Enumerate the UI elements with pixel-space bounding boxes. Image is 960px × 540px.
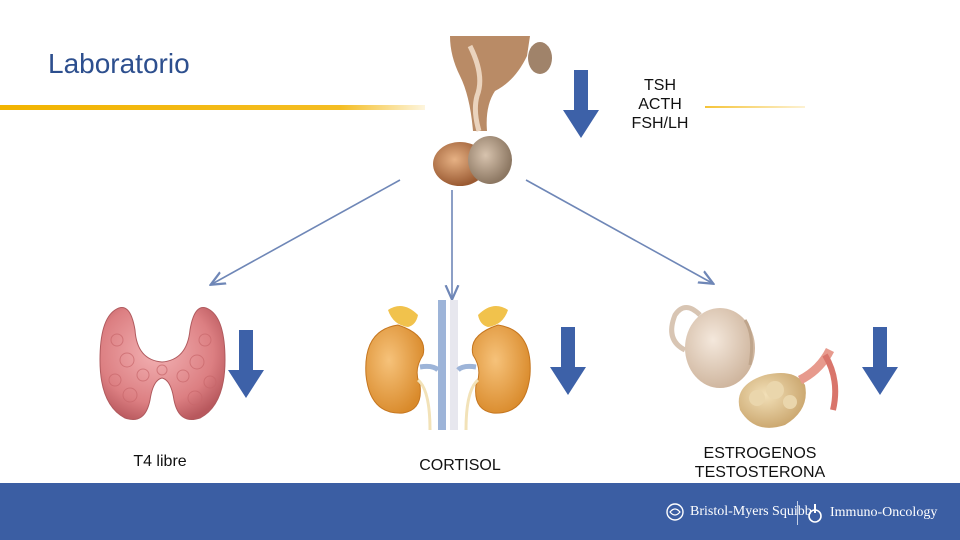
adrenal-kidneys-image — [365, 300, 531, 431]
pituitary-gland-image — [433, 36, 552, 186]
bms-logo-text: Bristol-Myers Squibb — [690, 504, 812, 519]
thyroid-label: T4 libre — [133, 453, 187, 470]
slide-title: Laboratorio — [48, 48, 190, 79]
pituitary-decrease-arrow-icon — [563, 70, 599, 138]
bms-emblem-icon — [666, 503, 684, 521]
estrogen-label: ESTROGENOS — [703, 445, 817, 462]
bms-logo: Bristol-Myers Squibb — [666, 503, 812, 521]
arrow-to-gonads — [525, 179, 712, 283]
footer-bar: Bristol-Myers Squibb Immuno-Oncology — [0, 483, 960, 540]
title-underline — [0, 105, 425, 110]
gonads-image — [669, 305, 839, 428]
pituitary-hormones-list: TSH ACTH FSH/LH — [615, 76, 705, 134]
gonads-decrease-arrow-icon — [862, 327, 898, 395]
adrenal-label: CORTISOL — [419, 457, 501, 474]
immuno-oncology-logo: Immuno-Oncology — [806, 503, 937, 523]
immuno-oncology-icon — [808, 504, 822, 523]
hormone-fsh-lh: FSH/LH — [631, 115, 689, 133]
immuno-oncology-logo-text: Immuno-Oncology — [830, 505, 938, 520]
hormone-acth: ACTH — [638, 96, 682, 114]
testosterone-label: TESTOSTERONA — [694, 464, 826, 482]
thyroid-decrease-arrow-icon — [228, 330, 264, 398]
adrenal-decrease-arrow-icon — [550, 327, 586, 395]
logo-divider — [797, 501, 798, 525]
gonads-label: ESTROGENOS TESTOSTERONA — [660, 444, 860, 482]
accent-rule-right — [705, 106, 805, 108]
thyroid-gland-image — [99, 307, 226, 420]
hormone-tsh: TSH — [644, 77, 676, 94]
arrow-to-thyroid — [212, 179, 401, 284]
